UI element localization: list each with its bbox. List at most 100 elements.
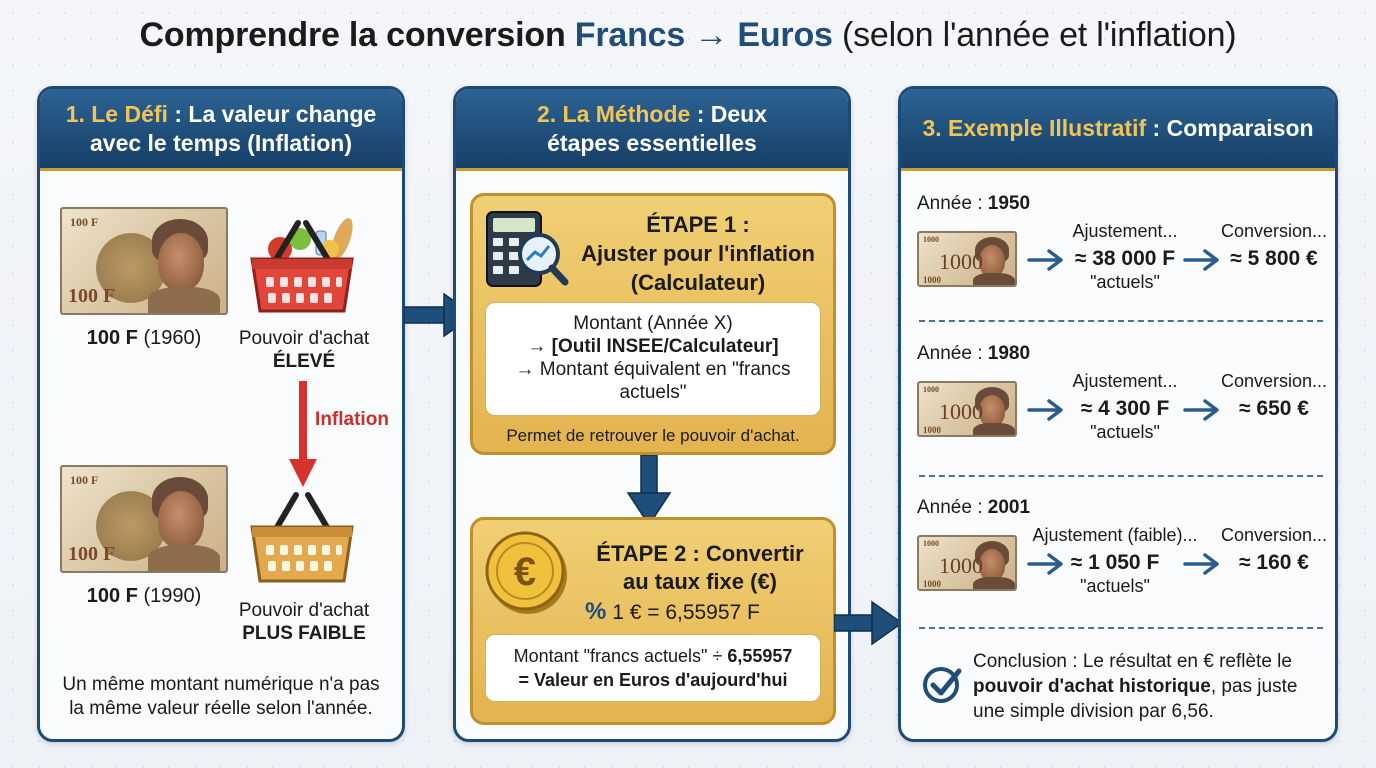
banknote-denom-large: 100 F <box>68 543 116 565</box>
panel-methode-header-rest: : Deux <box>690 100 768 127</box>
basket-label-low: Pouvoir d'achat PLUS FAIBLE <box>224 599 384 645</box>
example-row: Année : 1950 1000 1000 1000 Ajustement..… <box>901 193 1335 333</box>
example-adjustment: Ajustement (faible)... ≈ 1 050 F "actuel… <box>1007 525 1223 597</box>
example-conversion: Conversion... ≈ 5 800 € <box>1215 221 1333 271</box>
example-adjustment-label: Ajustement... <box>1072 371 1178 391</box>
step1-title: ÉTAPE 1 : Ajuster pour l'inflation (Calc… <box>565 210 831 297</box>
example-adjustment-sub: "actuels" <box>1090 272 1160 292</box>
separator <box>919 627 1323 629</box>
separator <box>919 475 1323 477</box>
arrow-right-icon <box>1183 553 1219 575</box>
empty-basket-icon <box>250 492 354 583</box>
banknote-100f-1960: 100 F 100 F <box>60 207 228 315</box>
conclusion-text: Conclusion : Le résultat en € reflète le… <box>973 649 1333 724</box>
step1-box-line3: → Montant équivalent en "francs <box>515 359 791 380</box>
euro-coin-icon: € <box>485 531 567 614</box>
arrow-right-icon <box>1183 249 1219 271</box>
banknote-denom-large: 1000 <box>939 399 983 424</box>
step2-card: € ÉTAPE 2 : Convertir au taux fixe (€) %… <box>470 517 836 725</box>
example-year-value: 1980 <box>987 343 1031 364</box>
step1-card: ÉTAPE 1 : Ajuster pour l'inflation (Calc… <box>470 193 836 455</box>
step1-title-line1: ÉTAPE 1 : <box>646 212 750 237</box>
page-title: Comprendre la conversion Francs → Euros … <box>0 16 1376 55</box>
example-year-label: Année : <box>917 193 988 214</box>
step1-title-line2: Ajuster pour l'inflation <box>581 241 815 266</box>
note-label-1990-year: (1990) <box>137 585 202 607</box>
panel-defi-header-rest: : La valeur change <box>167 100 377 127</box>
example-adjustment-value: ≈ 4 300 F <box>1080 397 1170 420</box>
check-circle-icon <box>923 667 962 703</box>
note-label-1990: 100 F (1990) <box>60 585 228 608</box>
panel-exemple: 3. Exemple Illustratif : Comparaison Ann… <box>898 86 1338 742</box>
example-year: Année : 2001 <box>917 497 1030 519</box>
panel-defi: 1. Le Défi : La valeur change avec le te… <box>37 86 405 742</box>
panel-defi-header: 1. Le Défi : La valeur change avec le te… <box>40 89 402 171</box>
example-adjustment-value: ≈ 38 000 F <box>1074 247 1176 270</box>
title-euros: Euros <box>737 16 833 54</box>
arrow-right-icon <box>1027 553 1063 575</box>
conclusion-line1: Conclusion : Le résultat en € reflète le <box>973 651 1292 672</box>
inflation-arrow-icon <box>289 381 317 487</box>
title-arrow: → <box>685 16 738 54</box>
step2-rate: % 1 € = 6,55957 F <box>585 598 797 626</box>
panel-defi-footer-line2: la même valeur réelle selon l'année. <box>69 698 373 719</box>
basket-label-high-level: ÉLEVÉ <box>272 351 336 372</box>
arrow-right-icon <box>1183 399 1219 421</box>
step1-footer: Permet de retrouver le pouvoir d'achat. <box>506 426 800 445</box>
arrow-right-icon <box>1027 249 1063 271</box>
svg-text:€: € <box>514 550 536 594</box>
step1-box-line2: → [Outil INSEE/Calculateur] <box>527 336 779 357</box>
example-year-label: Année : <box>917 343 988 364</box>
example-year: Année : 1980 <box>917 343 1030 365</box>
banknote-1000f: 1000 1000 1000 <box>917 381 1017 437</box>
step1-box-line1: Montant (Année X) <box>573 313 733 334</box>
note-label-1960-amount: 100 F <box>86 327 138 349</box>
example-conversion: Conversion... ≈ 650 € <box>1215 371 1333 421</box>
panel-defi-footer: Un même montant numérique n'a pas la mêm… <box>46 673 396 721</box>
panel-defi-footer-line1: Un même montant numérique n'a pas <box>62 674 380 695</box>
banknote-1000f: 1000 1000 1000 <box>917 535 1017 591</box>
example-conversion-value: ≈ 650 € <box>1239 397 1309 420</box>
example-adjustment-label: Ajustement (faible)... <box>1032 525 1198 545</box>
note-label-1960: 100 F (1960) <box>60 327 228 350</box>
note-label-1960-year: (1960) <box>137 327 202 349</box>
banknote-denom-large: 1000 <box>939 249 983 274</box>
step2-title-line2: au taux fixe (€) <box>622 569 778 594</box>
panel-exemple-header-gold: 3. Exemple Illustratif <box>922 115 1147 141</box>
banknote-100f-1990: 100 F 100 F <box>60 465 228 573</box>
example-conversion-value: ≈ 5 800 € <box>1230 247 1318 270</box>
title-francs: Francs <box>574 16 686 54</box>
banknote-denom-small: 1000 <box>923 235 939 244</box>
calculator-magnifier-icon <box>486 211 569 287</box>
panel-methode-header-line2: étapes essentielles <box>547 129 757 156</box>
step1-box-line4: actuels" <box>619 382 687 403</box>
banknote-denom-small: 1000 <box>923 385 939 394</box>
example-year: Année : 1950 <box>917 193 1030 215</box>
example-conversion-label: Conversion... <box>1220 525 1328 545</box>
banknote-denom-bottom: 1000 <box>923 579 941 589</box>
step1-formula-box: Montant (Année X) → [Outil INSEE/Calcula… <box>485 302 821 416</box>
step2-box-line1b: 6,55957 <box>727 646 793 666</box>
conclusion-line3: une simple division par 6,56. <box>973 701 1214 722</box>
inflation-label: Inflation <box>315 409 389 430</box>
conclusion-bold: pouvoir d'achat historique <box>973 676 1211 697</box>
example-conversion-value: ≈ 160 € <box>1239 551 1309 574</box>
banknote-denom-large: 100 F <box>68 285 116 307</box>
example-conversion-label: Conversion... <box>1220 221 1328 241</box>
banknote-1000f: 1000 1000 1000 <box>917 231 1017 287</box>
arrow-to-example-icon <box>834 600 904 646</box>
example-row: Année : 2001 1000 1000 1000 Ajustement (… <box>901 497 1335 637</box>
basket-label-high: Pouvoir d'achat ÉLEVÉ <box>224 327 384 373</box>
panel-exemple-header-rest: : Comparaison <box>1146 115 1314 141</box>
arrow-right-icon <box>1027 399 1063 421</box>
full-basket-icon <box>250 218 354 313</box>
panel-methode-header: 2. La Méthode : Deux étapes essentielles <box>456 89 848 171</box>
panel-methode: 2. La Méthode : Deux étapes essentielles… <box>453 86 851 742</box>
example-adjustment: Ajustement... ≈ 38 000 F "actuels" <box>1027 221 1223 293</box>
step2-box-line2: = Valeur en Euros d'aujourd'hui <box>518 670 788 690</box>
arrow-down-icon <box>626 455 672 527</box>
step2-title-line1: ÉTAPE 2 : Convertir <box>596 541 804 566</box>
panel-defi-header-gold: 1. Le Défi <box>65 100 168 127</box>
banknote-denom-large: 1000 <box>939 553 983 578</box>
basket-label-low-text: Pouvoir d'achat <box>238 600 370 621</box>
